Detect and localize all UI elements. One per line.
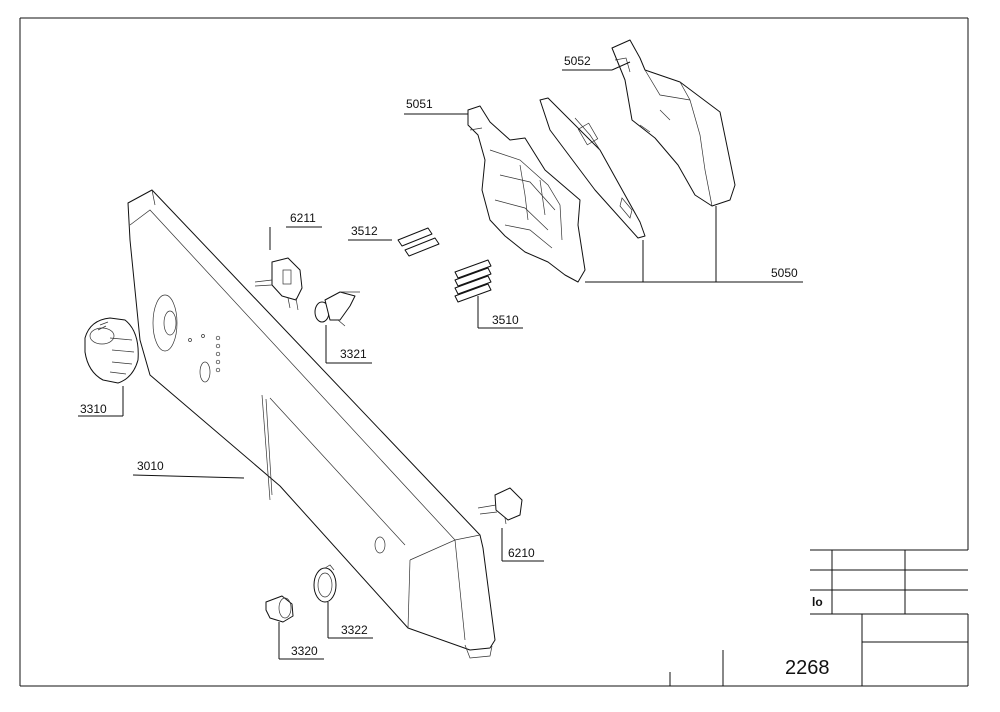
part-3310-knob <box>84 317 139 384</box>
part-3010-control-panel <box>127 189 496 659</box>
label-3010: 3010 <box>137 459 164 473</box>
title-block: lo 2268 <box>669 549 969 686</box>
part-3322-ring <box>313 564 337 603</box>
part-labels: 5052 5051 6211 3512 5050 3510 3321 3310 … <box>80 54 798 658</box>
title-block-fragment: lo <box>812 595 823 609</box>
part-3320-small-knob <box>265 595 294 623</box>
part-5051-bracket <box>467 105 586 283</box>
label-6210: 6210 <box>508 546 535 560</box>
part-6211-switch <box>254 257 303 311</box>
label-3321: 3321 <box>340 347 367 361</box>
label-6211: 6211 <box>290 211 316 225</box>
label-5050: 5050 <box>771 266 798 280</box>
part-3510-fuses <box>454 259 492 303</box>
part-5050-pcb <box>539 97 646 239</box>
part-3321-potentiometer <box>314 291 360 327</box>
label-3310: 3310 <box>80 402 107 416</box>
part-3512-fuses <box>397 227 440 257</box>
label-5052: 5052 <box>564 54 591 68</box>
label-3322: 3322 <box>341 623 368 637</box>
part-6210-switch <box>477 487 523 525</box>
label-3512: 3512 <box>351 224 378 238</box>
label-3320: 3320 <box>291 644 318 658</box>
label-3510: 3510 <box>492 313 519 327</box>
drawing-frame <box>19 17 969 687</box>
label-5051: 5051 <box>406 97 433 111</box>
leader-lines <box>78 61 803 660</box>
drawing-number: 2268 <box>785 657 830 679</box>
part-5052-cover <box>611 39 736 207</box>
